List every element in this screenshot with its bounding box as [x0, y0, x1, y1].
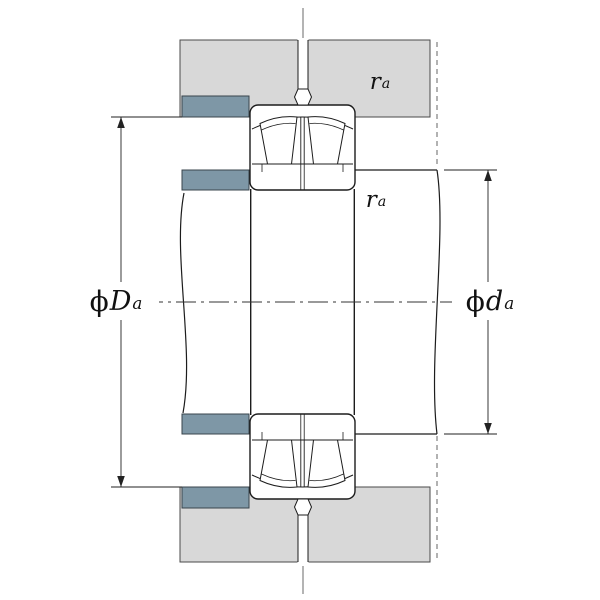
- shaft-shoulder-contact-bottom: [181, 413, 250, 435]
- housing-shoulder-contact-top: [181, 95, 250, 118]
- arrowhead-down-icon: [117, 476, 125, 487]
- roller-left-top: [259, 116, 298, 165]
- roller-left-bottom: [259, 439, 298, 488]
- shaft-break-line: [433, 169, 441, 435]
- bearing-section-bottom: [249, 413, 356, 516]
- break-line-left: [179, 192, 188, 414]
- lubrication-slot-bottom: [297, 513, 309, 563]
- shaft-right: [355, 169, 441, 435]
- arrowhead-up-icon: [117, 117, 125, 128]
- arrowhead-up-icon: [484, 170, 492, 181]
- lubrication-slot-top: [297, 39, 309, 92]
- roller-right-top: [307, 116, 346, 165]
- oil-hole-fitting-bottom: [293, 498, 313, 516]
- bearing-section-top: [249, 88, 356, 191]
- diameter-symbol: ϕ: [465, 284, 485, 318]
- oil-hole-fitting-top: [293, 88, 313, 106]
- diameter-symbol: ϕ: [89, 284, 109, 318]
- housing-shoulder-contact-bottom: [181, 486, 250, 509]
- abutment-strips: [181, 95, 250, 509]
- arrowhead-down-icon: [484, 423, 492, 434]
- shaft-shoulder-contact-top: [181, 169, 250, 191]
- roller-right-bottom: [307, 439, 346, 488]
